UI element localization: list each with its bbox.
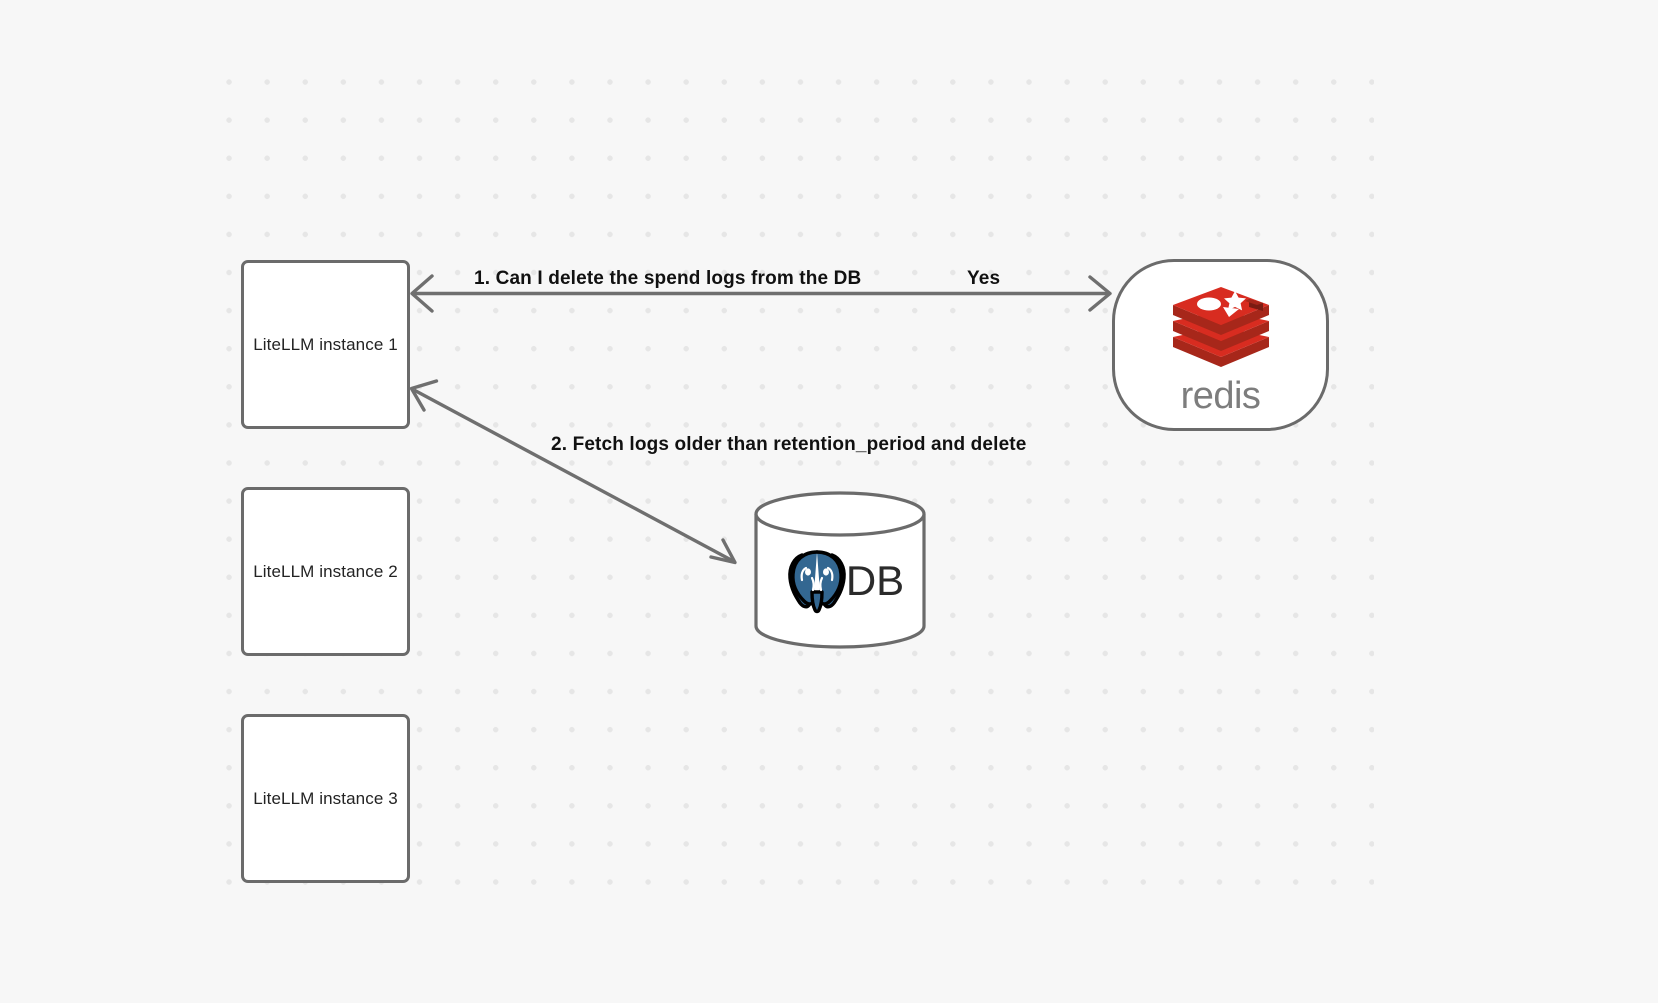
node-redis[interactable]: redis [1112,259,1329,431]
node-label-instance-2: LiteLLM instance 2 [253,561,398,581]
redis-wordmark: redis [1180,375,1261,417]
arrowhead-left [410,274,434,313]
arrowhead-db-end [709,538,737,565]
db-content: DB [784,548,904,614]
edge-instance1-db [409,379,737,565]
node-label-instance-3: LiteLLM instance 3 [253,788,398,808]
edge-label-1: 1. Can I delete the spend logs from the … [474,268,862,289]
arrowhead-right [1088,275,1112,312]
arrowhead-instance1-end [409,379,439,412]
node-postgres-db[interactable]: DB [754,491,926,649]
edge-label-yes: Yes [967,268,1001,289]
node-label-instance-1: LiteLLM instance 1 [253,334,398,354]
redis-logo-icon [1172,287,1269,367]
node-litellm-instance-3[interactable]: LiteLLM instance 3 [241,714,410,883]
node-litellm-instance-1[interactable]: LiteLLM instance 1 [241,260,410,429]
postgresql-elephant-icon [788,550,846,614]
edge-label-2: 2. Fetch logs older than retention_perio… [551,434,1027,455]
db-label: DB [845,557,905,604]
node-litellm-instance-2[interactable]: LiteLLM instance 2 [241,487,410,656]
redis-logo-wrap: redis [1167,279,1275,415]
db-inner: DB [754,491,926,649]
